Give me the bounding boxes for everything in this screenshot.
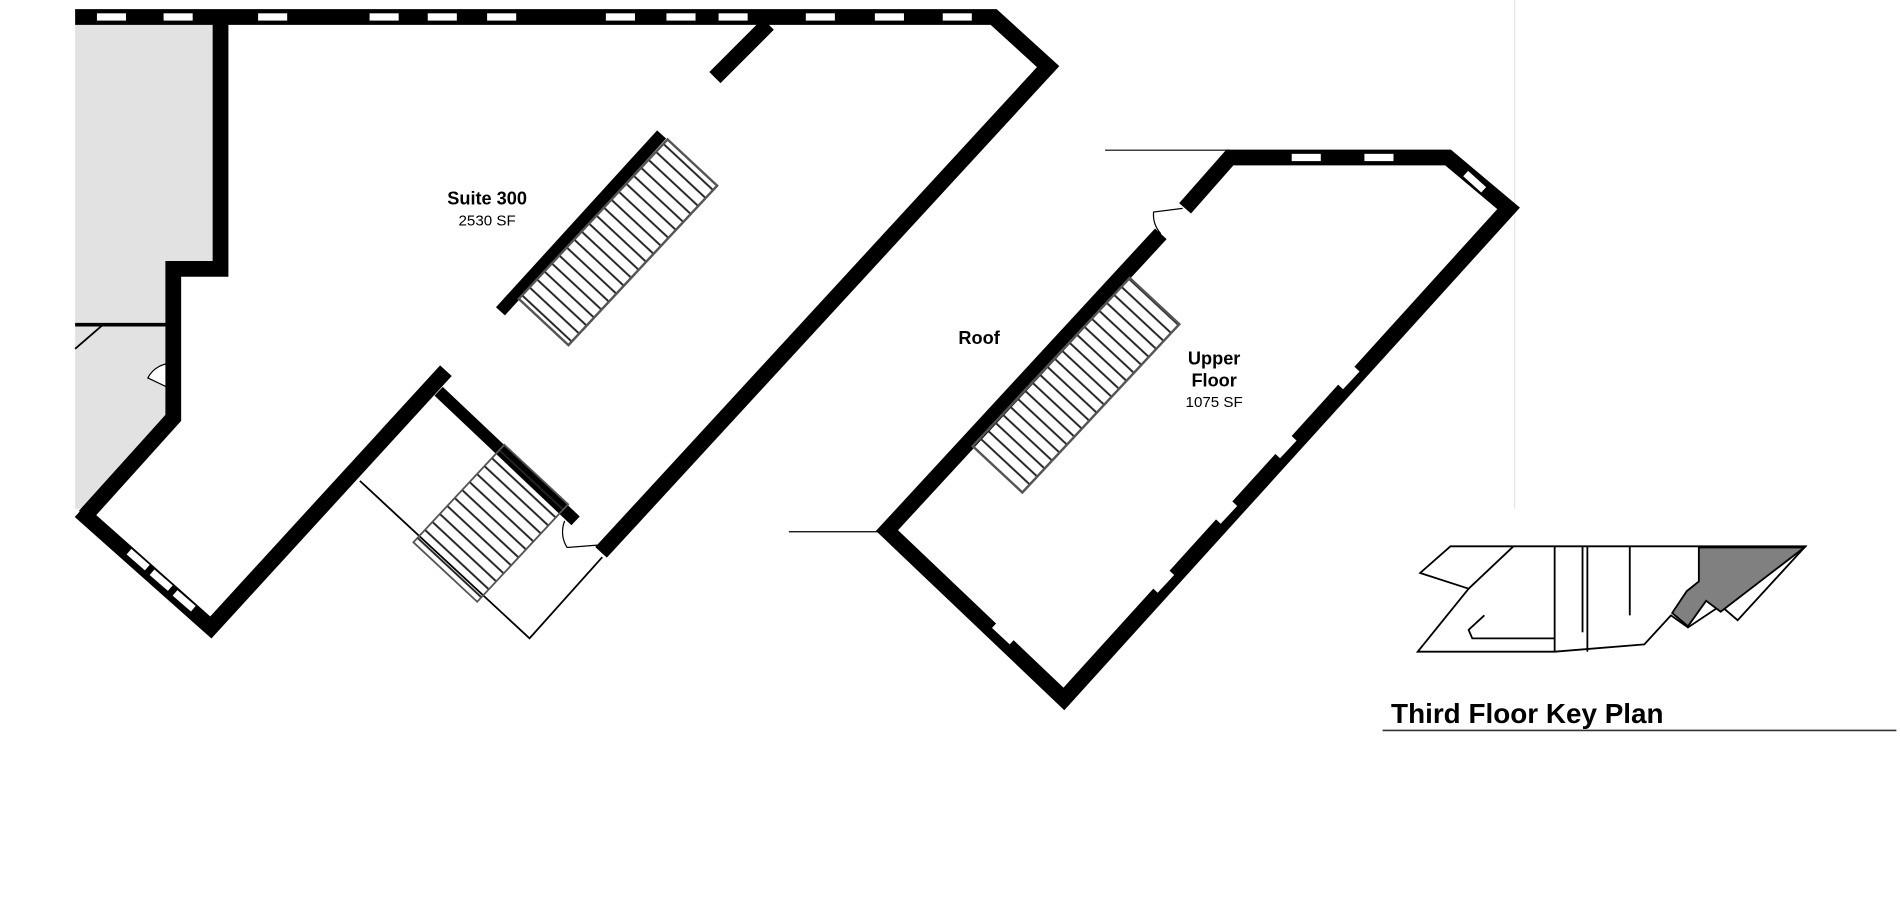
roof-label: Roof bbox=[958, 328, 1000, 348]
upper-name-2: Floor bbox=[1191, 370, 1236, 390]
stairs-suite bbox=[517, 137, 719, 347]
adjacent-space bbox=[75, 24, 221, 509]
key-plan-highlight bbox=[1670, 546, 1807, 628]
upper-name-1: Upper bbox=[1188, 349, 1240, 369]
suite-area: 2530 SF bbox=[459, 212, 516, 229]
stairs-enclosure bbox=[412, 443, 570, 604]
key-plan bbox=[1415, 545, 1808, 653]
suite-name: Suite 300 bbox=[447, 189, 527, 209]
windows bbox=[96, 13, 972, 612]
door-swing bbox=[1152, 207, 1183, 235]
windows bbox=[991, 153, 1487, 645]
key-plan-title: Third Floor Key Plan bbox=[1391, 698, 1663, 729]
stairs-upper bbox=[970, 276, 1182, 495]
door-swing bbox=[561, 520, 598, 549]
stair-enclosure bbox=[359, 480, 603, 640]
upper-area: 1075 SF bbox=[1186, 394, 1243, 411]
upper-floor-walls bbox=[875, 149, 1520, 711]
